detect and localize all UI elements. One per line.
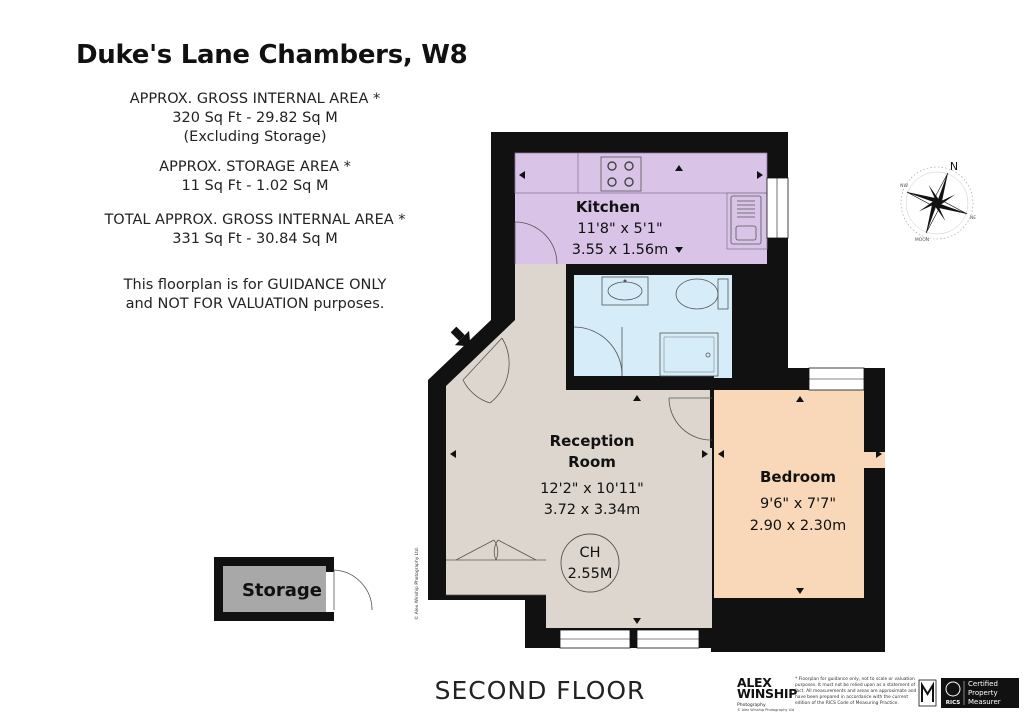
bedroom-door-swing: [668, 397, 713, 441]
fine-print-line: have been prepared in accordance with th…: [795, 694, 908, 700]
hob-icon: [600, 156, 642, 192]
compass-north: N: [950, 160, 958, 173]
kitchen-name: Kitchen: [576, 198, 640, 216]
rics-badge: RICS Certified Property Measurer: [941, 678, 1019, 708]
bedroom-floor: [714, 390, 864, 598]
gross-area-heading: APPROX. GROSS INTERNAL AREA *: [129, 91, 381, 107]
kitchen-arrow-left: [519, 171, 525, 179]
total-area-value: 331 Sq Ft - 30.84 Sq M: [172, 231, 338, 247]
hot-water-cylinder: [560, 533, 620, 593]
m-logo-icon: [918, 679, 937, 707]
kitchen-arrow-up: [675, 165, 683, 171]
svg-text:© Alex Winship Photography Ltd: © Alex Winship Photography Ltd: [737, 708, 794, 712]
entrance-door-swing: [462, 379, 491, 404]
svg-text:Property: Property: [968, 689, 998, 697]
svg-text:Certified: Certified: [968, 680, 998, 688]
bedroom-arrow-down: [796, 588, 804, 594]
fine-print-line: fact. All measurements and areas are app…: [795, 688, 917, 694]
storage-area-block: APPROX. STORAGE AREA * 11 Sq Ft - 1.02 S…: [60, 158, 450, 196]
bedroom-imperial: 9'6" x 7'7": [760, 496, 836, 512]
bedroom-metric: 2.90 x 2.30m: [750, 518, 847, 534]
compass-south: MOON: [915, 237, 929, 243]
kitchen-metric: 3.55 x 1.56m: [572, 242, 669, 258]
alex-winship-logo: ALEX WINSHIP Photography © Alex Winship …: [737, 675, 798, 712]
reception-metric: 3.72 x 3.34m: [544, 502, 641, 518]
kitchen-door-swing: [514, 221, 558, 265]
bedroom-arrow-left: [718, 450, 724, 458]
storage-label: Storage: [242, 580, 322, 601]
storage-floor: [223, 566, 326, 612]
fine-print-line: edition of the RICS Code of Measuring Pr…: [795, 700, 899, 706]
svg-text:ALEX: ALEX: [737, 675, 772, 690]
fine-print: * Floorplan for guidance only, not to sc…: [795, 676, 917, 706]
reception-arrow-right: [702, 450, 708, 458]
kitchen-worktop: [514, 152, 768, 194]
cylinder-label: CH: [579, 545, 600, 561]
reception-arrow-up: [633, 395, 641, 401]
wardrobe-icon: [446, 539, 546, 596]
partition-wall: [710, 390, 714, 448]
bedroom-name: Bedroom: [760, 468, 836, 486]
reception-arrow-left: [450, 450, 456, 458]
compass-nw: NW: [900, 183, 908, 189]
side-copyright: © Alex Winship Photography Ltd.: [413, 547, 420, 620]
storage-area-value: 11 Sq Ft - 1.02 Sq M: [181, 178, 329, 194]
kitchen-arrow-down: [675, 247, 683, 253]
storage-door-swing: [333, 569, 373, 611]
kitchen-sink-icon: [730, 195, 762, 245]
disclaimer-line-2: and NOT FOR VALUATION purposes.: [125, 296, 385, 312]
bathroom-wall-top: [566, 264, 732, 275]
gross-area-value: 320 Sq Ft - 29.82 Sq M: [172, 110, 338, 126]
total-area-block: TOTAL APPROX. GROSS INTERNAL AREA * 331 …: [60, 211, 450, 249]
svg-text:Photography: Photography: [737, 702, 766, 708]
bathroom-floor: [572, 275, 732, 378]
svg-text:RICS: RICS: [946, 700, 960, 706]
reception-imperial: 12'2" x 10'11": [540, 481, 644, 497]
basin-icon: [601, 276, 649, 306]
disclaimer-line-1: This floorplan is for GUIDANCE ONLY: [123, 277, 387, 293]
property-title: Duke's Lane Chambers, W8: [76, 40, 468, 70]
svg-text:WINSHIP: WINSHIP: [737, 686, 797, 701]
kitchen-imperial: 11'8" x 5'1": [577, 221, 662, 237]
disclaimer-block: This floorplan is for GUIDANCE ONLY and …: [60, 276, 450, 314]
reception-floor: [446, 264, 712, 628]
bathroom-door-swing: [573, 326, 623, 377]
cylinder-height: 2.55M: [568, 566, 613, 582]
svg-text:Measurer: Measurer: [968, 698, 1001, 706]
gross-area-note: (Excluding Storage): [183, 129, 327, 145]
bedroom-arrow-up: [796, 396, 804, 402]
compass-icon: N NW NE MOON: [900, 160, 976, 243]
kitchen-window: [766, 177, 789, 239]
reception-name-line-1: Reception: [550, 432, 635, 450]
bathroom-wall-bottom: [572, 376, 714, 390]
floor-label: SECOND FLOOR: [434, 676, 646, 705]
total-area-heading: TOTAL APPROX. GROSS INTERNAL AREA *: [104, 212, 406, 228]
fine-print-line: * Floorplan for guidance only, not to sc…: [795, 676, 915, 682]
fine-print-line: purposes. It must not be relied upon as …: [795, 682, 916, 688]
entrance-arrow-icon: [450, 326, 471, 347]
storage-area-heading: APPROX. STORAGE AREA *: [159, 159, 351, 175]
gross-area-block: APPROX. GROSS INTERNAL AREA * 320 Sq Ft …: [60, 90, 450, 147]
compass-ne: NE: [970, 215, 976, 221]
bathroom-wall-left: [566, 275, 574, 390]
kitchen-arrow-right: [757, 171, 763, 179]
dimension-arrows: [450, 165, 882, 624]
reception-arrow-down: [633, 618, 641, 624]
bedroom-arrow-right: [876, 450, 882, 458]
reception-name-line-2: Room: [568, 453, 616, 471]
shower-tray-icon: [659, 332, 719, 377]
